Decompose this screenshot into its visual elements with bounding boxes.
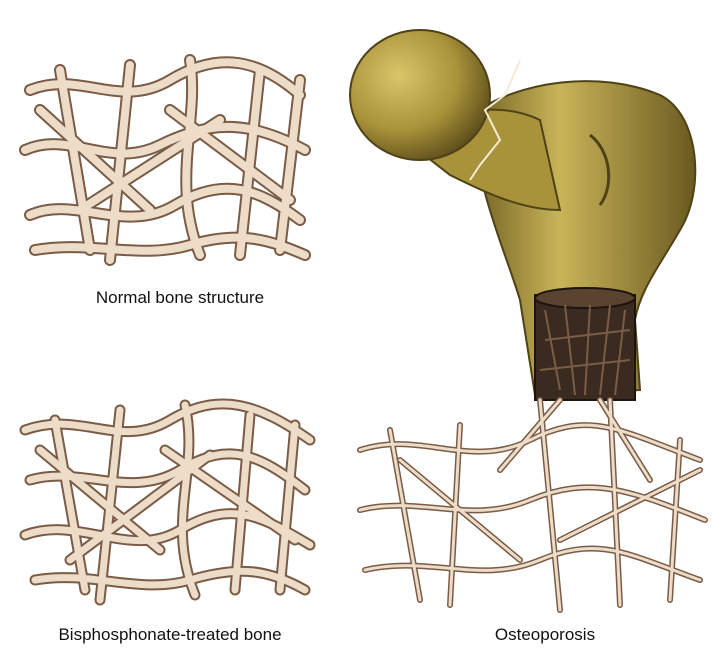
caption-osteoporosis: Osteoporosis	[420, 625, 670, 645]
caption-normal-bone: Normal bone structure	[30, 288, 330, 308]
caption-bisphosphonate-bone: Bisphosphonate-treated bone	[10, 625, 330, 645]
